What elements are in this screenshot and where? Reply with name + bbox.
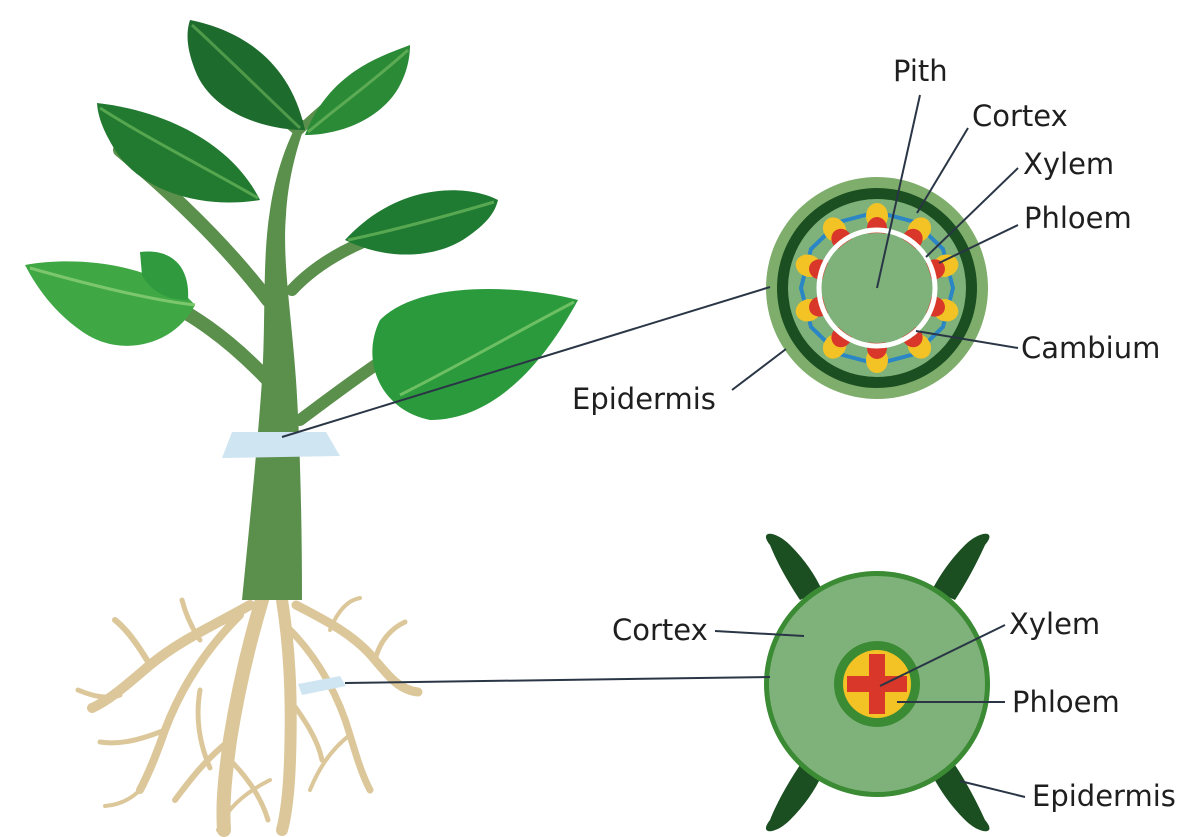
roots: [75, 593, 423, 837]
stem-epidermis-label: Epidermis: [572, 382, 716, 416]
main-stem: [242, 118, 306, 600]
leaf: [97, 103, 260, 203]
stem-cambium-label: Cambium: [1021, 331, 1160, 365]
stem-cambium-ring: [816, 227, 938, 349]
root-hair: [765, 765, 822, 832]
stem-phloem-label: Phloem: [1024, 201, 1132, 235]
root-slice-marker: [298, 676, 346, 695]
root-xylem-label: Xylem: [1009, 607, 1100, 641]
root-hair: [765, 533, 822, 600]
root-xylem-leader: [879, 624, 1006, 687]
stem-cortex-leader: [916, 127, 969, 214]
stem-slice-marker: [222, 432, 340, 458]
stem-pith-label: Pith: [893, 54, 948, 88]
stem-pith-leader: [876, 94, 921, 289]
leaves: [25, 20, 578, 420]
root-cross-section: [764, 533, 990, 832]
leaf: [305, 45, 410, 135]
root-cortex-label: Cortex: [612, 613, 708, 647]
stem-xylem-label: Xylem: [1023, 147, 1114, 181]
plant-illustration: [25, 20, 578, 837]
labels: Pith Cortex Xylem Phloem Cambium Epiderm…: [572, 54, 1176, 813]
root-cortex-leader: [714, 630, 805, 637]
root-hair: [932, 765, 990, 832]
stem-cortex-label: Cortex: [972, 99, 1068, 133]
leader-lines: [281, 94, 1026, 798]
root-phloem-label: Phloem: [1012, 685, 1120, 719]
leaf: [140, 251, 189, 300]
root-xylem-horizontal: [847, 676, 907, 692]
leaf: [187, 20, 305, 130]
leaf: [345, 190, 498, 255]
stem-xylem-leader: [925, 167, 1019, 258]
root-hair: [932, 533, 990, 600]
stem-epidermis-leader: [731, 348, 787, 391]
leaf: [372, 288, 578, 420]
root-slice-leader: [344, 676, 771, 684]
stem-slice-leader: [281, 286, 771, 438]
root-epidermis-leader: [959, 780, 1026, 798]
stem-phloem-leader: [938, 224, 1019, 264]
root-epidermis-label: Epidermis: [1032, 779, 1176, 813]
stem-cambium-leader: [915, 330, 1019, 349]
